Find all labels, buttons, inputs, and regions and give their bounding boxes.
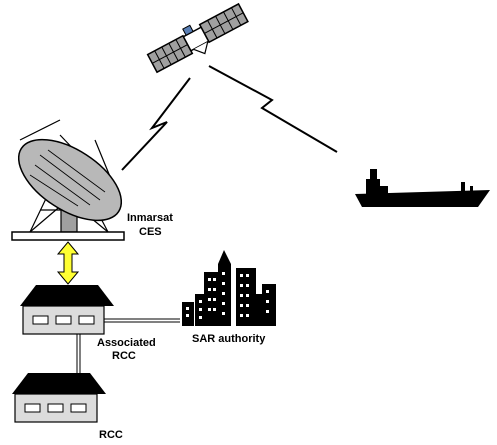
ces-label-line2: CES <box>139 226 162 238</box>
lightning-link-icon <box>208 65 338 153</box>
satellite-icon <box>146 2 249 74</box>
connector-to-sar <box>104 318 180 323</box>
city-skyline-icon <box>182 250 276 326</box>
rcc-label: RCC <box>99 429 123 441</box>
lightning-link-icon <box>121 77 191 171</box>
associated-rcc-label-line1: Associated <box>97 337 156 349</box>
associated-rcc-label-line2: RCC <box>112 350 136 362</box>
building-icon <box>12 373 106 423</box>
sar-authority-label: SAR authority <box>192 333 266 345</box>
bidirectional-link-arrow <box>56 241 80 285</box>
building-icon <box>20 285 114 335</box>
connector-to-rcc <box>76 334 81 373</box>
ces-label-line1: Inmarsat <box>127 212 173 224</box>
dish-antenna-icon <box>11 119 125 241</box>
ship-icon <box>355 169 490 207</box>
